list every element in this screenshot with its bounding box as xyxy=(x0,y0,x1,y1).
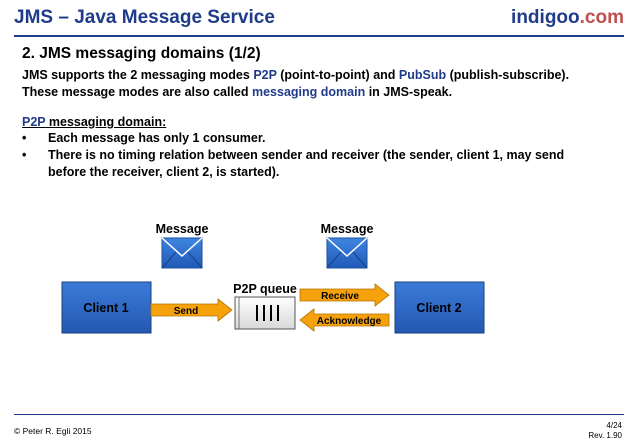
queue-label: P2P queue xyxy=(233,282,297,296)
header-divider xyxy=(14,35,624,37)
client-2-box: Client 2 xyxy=(394,281,485,334)
intro-line-1: JMS supports the 2 messaging modes P2P (… xyxy=(22,68,570,82)
pubsub-term: PubSub xyxy=(398,68,447,82)
footer-divider xyxy=(14,414,624,415)
envelope-icon-right xyxy=(326,237,368,269)
acknowledge-label: Acknowledge xyxy=(317,316,382,327)
brand-logo: indigoo.com xyxy=(511,7,624,29)
client-1-label: Client 1 xyxy=(83,301,128,315)
envelope-icon-left xyxy=(161,237,203,269)
acknowledge-arrow: Acknowledge xyxy=(299,308,390,332)
p2p-subheading: P2P messaging domain: xyxy=(22,115,167,129)
brand-suffix: .com xyxy=(579,7,624,28)
client-2-label: Client 2 xyxy=(416,301,461,315)
bullet-1: Each message has only 1 consumer. xyxy=(48,131,266,145)
copyright: © Peter R. Egli 2015 xyxy=(14,426,92,436)
message-label-right: Message xyxy=(321,222,374,236)
slide-title: JMS – Java Message Service xyxy=(14,7,275,28)
brand-main: indigoo xyxy=(511,7,580,28)
receive-label: Receive xyxy=(321,291,359,302)
bullet-2-cont: before the receiver, client 2, is starte… xyxy=(48,165,280,179)
receive-arrow: Receive xyxy=(299,283,390,307)
message-label-left: Message xyxy=(156,222,209,236)
bullet-2: There is no timing relation between send… xyxy=(48,148,565,162)
p2p-term: P2P xyxy=(253,68,277,82)
send-arrow: Send xyxy=(150,298,233,322)
section-heading: 2. JMS messaging domains (1/2) xyxy=(22,45,261,62)
intro-line-2: These message modes are also called mess… xyxy=(22,85,453,99)
client-1-box: Client 1 xyxy=(61,281,152,334)
bullet-symbol-2: • xyxy=(22,148,27,162)
bullet-symbol-1: • xyxy=(22,131,27,145)
messaging-domain-term: messaging domain xyxy=(251,85,366,99)
page-number: 4/24 xyxy=(606,421,622,430)
revision: Rev. 1.90 xyxy=(588,431,622,440)
send-label: Send xyxy=(174,306,198,317)
p2p-queue xyxy=(234,296,296,330)
